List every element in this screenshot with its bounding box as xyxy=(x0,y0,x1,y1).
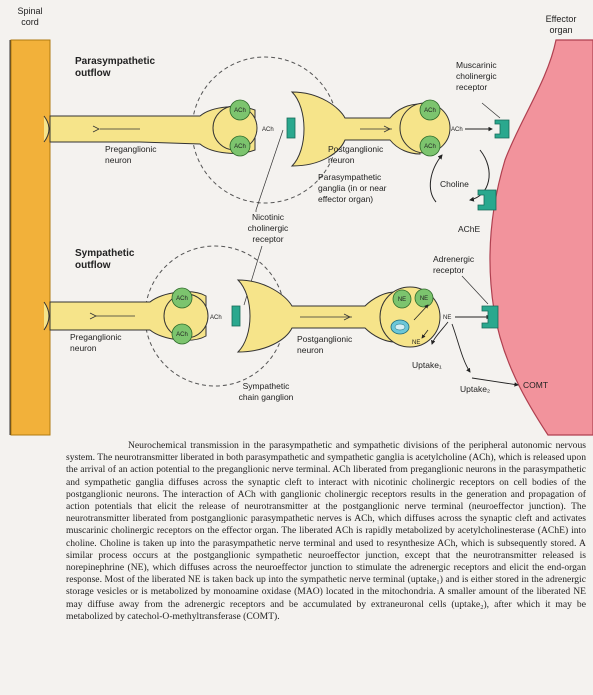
para-post-ach-vesicle-1: ACh xyxy=(424,108,436,114)
ne-vesicle-1: NE xyxy=(398,297,406,303)
ne-uptake-label: NE xyxy=(412,340,420,346)
adrenergic-label-2: receptor xyxy=(433,265,464,275)
para-ach-vesicle-1: ACh xyxy=(234,108,246,114)
muscarinic-label-2: cholinergic xyxy=(456,71,497,81)
symp-postganglionic-label-2: neuron xyxy=(297,345,324,355)
para-ganglion-ach: ACh xyxy=(262,127,274,133)
ne-vesicle-2: NE xyxy=(420,296,428,302)
para-junction-ach: ACh xyxy=(451,127,463,133)
sympathetic-outflow-label: Sympathetic xyxy=(75,248,135,259)
spinal-cord-label: Spinal xyxy=(17,6,42,16)
para-post-ach-vesicle-2: ACh xyxy=(424,144,436,150)
symp-nicotinic-receptor xyxy=(231,305,241,327)
para-preganglionic-label: Preganglionic xyxy=(105,144,157,154)
spinal-cord-label-2: cord xyxy=(21,17,39,27)
para-preganglionic-label-2: neuron xyxy=(105,155,132,165)
effector-organ-label-2: organ xyxy=(549,25,572,35)
choline-arrow xyxy=(469,149,490,202)
symp-junction-ne: NE xyxy=(443,315,451,321)
uptake2-label: Uptake₂ xyxy=(460,384,490,394)
symp-preganglionic-label-2: neuron xyxy=(70,343,97,353)
parasympathetic-outflow-label-2: outflow xyxy=(75,68,111,79)
para-nicotinic-receptor xyxy=(286,117,296,139)
adrenergic-receptor xyxy=(481,305,499,329)
effector-organ-label: Effector xyxy=(546,14,577,24)
comt-label: COMT xyxy=(523,380,548,390)
nicotinic-label-3: receptor xyxy=(252,234,283,244)
symp-ach-vesicle-2: ACh xyxy=(176,332,188,338)
para-postganglionic-label-2: neuron xyxy=(328,155,355,165)
muscarinic-receptor xyxy=(494,119,510,139)
symp-ganglion-label-2: chain ganglion xyxy=(239,392,294,402)
symp-postganglionic-label: Postganglionic xyxy=(297,334,353,344)
symp-ganglion-ach: ACh xyxy=(210,315,222,321)
nicotinic-label: Nicotinic xyxy=(252,212,285,222)
effector-organ xyxy=(489,39,593,436)
sympathetic-outflow-label-2: outflow xyxy=(75,260,111,271)
uptake1-label: Uptake₁ xyxy=(412,360,442,370)
para-ganglia-label-2: ganglia (in or near xyxy=(318,183,387,193)
adrenergic-label: Adrenergic xyxy=(433,254,475,264)
nicotinic-label-2: cholinergic xyxy=(248,223,289,233)
figure-caption: Neurochemical transmission in the parasy… xyxy=(66,440,586,623)
muscarinic-label: Muscarinic xyxy=(456,60,497,70)
ache-enzyme xyxy=(477,189,497,211)
symp-ganglion-label: Sympathetic xyxy=(243,381,291,391)
caption-text: Neurochemical transmission in the parasy… xyxy=(66,440,586,622)
symp-postganglionic-neuron xyxy=(236,279,396,353)
para-ganglia-label-3: effector organ) xyxy=(318,194,373,204)
choline-label: Choline xyxy=(440,179,469,189)
parasympathetic-outflow-label: Parasympathetic xyxy=(75,56,155,67)
muscarinic-label-3: receptor xyxy=(456,82,487,92)
para-preganglionic-axon xyxy=(49,106,256,154)
ache-label: AChE xyxy=(458,224,481,234)
para-ach-vesicle-2: ACh xyxy=(234,144,246,150)
spinal-cord xyxy=(10,39,51,436)
para-postganglionic-neuron xyxy=(290,91,421,167)
symp-preganglionic-label: Preganglionic xyxy=(70,332,122,342)
para-ganglia-label: Parasympathetic xyxy=(318,172,382,182)
symp-ach-vesicle-1: ACh xyxy=(176,296,188,302)
para-postganglionic-label: Postganglionic xyxy=(328,144,384,154)
